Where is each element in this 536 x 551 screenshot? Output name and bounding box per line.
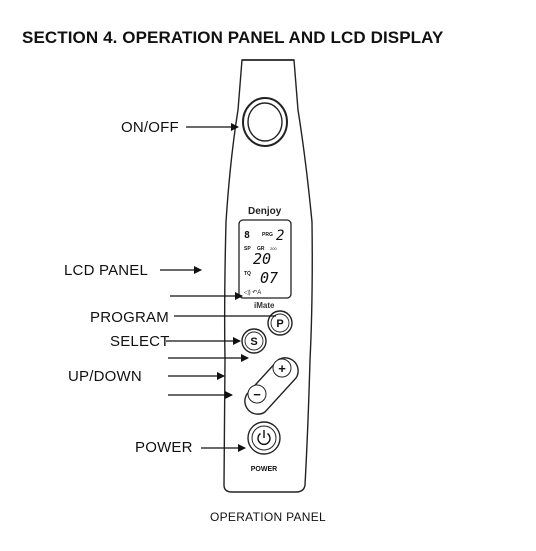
power-icon	[257, 430, 271, 445]
on-off-label: ON/OFF	[121, 119, 179, 136]
up-button-label: +	[278, 361, 286, 376]
up-down-rocker: + −	[244, 357, 299, 415]
power-button[interactable]	[247, 421, 281, 455]
power-button-text: POWER	[251, 466, 277, 473]
lcd-panel: 8 PRG 2 SP GR 200 20 TQ 07 ◁) ↶A	[238, 219, 292, 299]
lcd-program-number: 2	[276, 228, 284, 244]
lcd-torque-label: TQ	[244, 271, 251, 277]
lcd-bottom-line: ◁) ↶A	[244, 290, 261, 296]
lcd-small-digit: 8	[244, 230, 250, 241]
program-button-label: P	[276, 318, 283, 330]
up-button[interactable]: +	[272, 358, 292, 378]
select-button-label: S	[250, 336, 257, 348]
model-name: iMate	[254, 301, 275, 310]
on-off-button[interactable]	[242, 97, 288, 147]
down-button[interactable]: −	[247, 384, 267, 404]
lcd-rpm-unit: 200	[270, 246, 277, 251]
brand-logo: Denjoy	[248, 206, 282, 217]
power-label: POWER	[135, 439, 193, 456]
program-button[interactable]: P	[267, 310, 293, 336]
lcd-torque-value: 07	[260, 269, 278, 287]
lcd-sp-label: SP	[244, 246, 251, 252]
program-label: PROGRAM	[90, 309, 169, 326]
section-heading: SECTION 4. OPERATION PANEL AND LCD DISPL…	[22, 28, 444, 47]
select-button[interactable]: S	[241, 328, 267, 354]
callout-arrows	[160, 123, 276, 452]
select-label: SELECT	[110, 333, 170, 350]
up-down-label: UP/DOWN	[68, 368, 142, 385]
lcd-program-tag: PRG	[262, 232, 273, 238]
lcd-speed-value: 20	[253, 250, 271, 268]
down-button-label: −	[253, 387, 261, 402]
lcd-gr-label: GR	[257, 246, 265, 252]
lcd-panel-label: LCD PANEL	[64, 262, 149, 279]
diagram-caption: OPERATION PANEL	[209, 510, 327, 524]
